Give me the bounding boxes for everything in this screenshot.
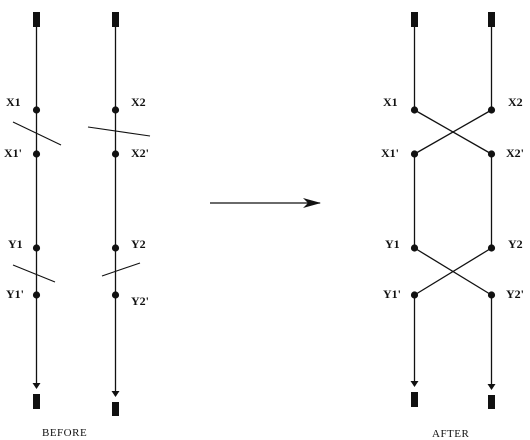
before-left-strand: X1 X1' Y1 Y1' xyxy=(4,12,62,409)
before-label-x1: X1 xyxy=(6,95,21,109)
after-node-y1-prime xyxy=(410,291,419,299)
before-label-y2: Y2 xyxy=(131,237,146,251)
after-node-x1-prime xyxy=(410,150,419,158)
after-label-y1: Y1 xyxy=(385,237,400,251)
after-panel: X1 X1' Y1 Y1' X2 X2' Y2 Y2' AFTER xyxy=(381,12,524,440)
before-right-strand: X2 X2' Y2 Y2' xyxy=(87,12,151,416)
before-label-x2: X2 xyxy=(131,95,146,109)
before-node-y2 xyxy=(111,244,120,252)
after-caption: AFTER xyxy=(432,428,470,440)
before-left-cut-mark-upper xyxy=(12,121,62,146)
after-node-x2 xyxy=(487,106,496,114)
before-label-y1-prime: Y1' xyxy=(6,287,24,301)
after-label-x2: X2 xyxy=(508,95,523,109)
before-node-y1-prime xyxy=(32,291,41,299)
after-label-y2-prime: Y2' xyxy=(506,287,524,301)
after-left-top-terminal xyxy=(411,12,418,27)
after-label-x1-prime: X1' xyxy=(381,146,399,160)
before-node-x2-prime xyxy=(111,150,120,158)
after-label-y2: Y2 xyxy=(508,237,523,251)
before-right-cut-mark-lower xyxy=(101,262,141,277)
before-left-cut-mark-lower xyxy=(12,264,56,283)
before-node-x1 xyxy=(32,106,41,114)
after-lower-cross-y2-to-y1-prime xyxy=(414,247,492,296)
before-label-y1: Y1 xyxy=(8,237,23,251)
before-node-x1-prime xyxy=(32,150,41,158)
before-right-top-terminal xyxy=(112,12,119,27)
after-label-x2-prime: X2' xyxy=(506,146,524,160)
after-label-y1-prime: Y1' xyxy=(383,287,401,301)
after-label-x1: X1 xyxy=(383,95,398,109)
before-right-cut-mark-upper xyxy=(87,126,151,137)
after-node-y1 xyxy=(410,244,419,252)
before-left-top-terminal xyxy=(33,12,40,27)
before-node-y1 xyxy=(32,244,41,252)
after-right-top-terminal xyxy=(488,12,495,27)
before-right-bottom-terminal xyxy=(112,402,119,416)
before-left-bottom-terminal xyxy=(33,394,40,409)
before-panel: X1 X1' Y1 Y1' X2 X2' Y2 Y2' BEFORE xyxy=(4,12,151,439)
after-right-bottom-terminal xyxy=(488,395,495,409)
after-node-x2-prime xyxy=(487,150,496,158)
before-label-y2-prime: Y2' xyxy=(131,294,149,308)
after-left-bottom-terminal xyxy=(411,392,418,407)
before-label-x2-prime: X2' xyxy=(131,146,149,160)
after-node-x1 xyxy=(410,106,419,114)
after-upper-cross-x2-to-x1-prime xyxy=(414,109,492,155)
before-label-x1-prime: X1' xyxy=(4,146,22,160)
before-caption: BEFORE xyxy=(42,427,87,439)
after-node-y2 xyxy=(487,244,496,252)
after-node-y2-prime xyxy=(487,291,496,299)
before-node-y2-prime xyxy=(111,291,120,299)
before-node-x2 xyxy=(111,106,120,114)
